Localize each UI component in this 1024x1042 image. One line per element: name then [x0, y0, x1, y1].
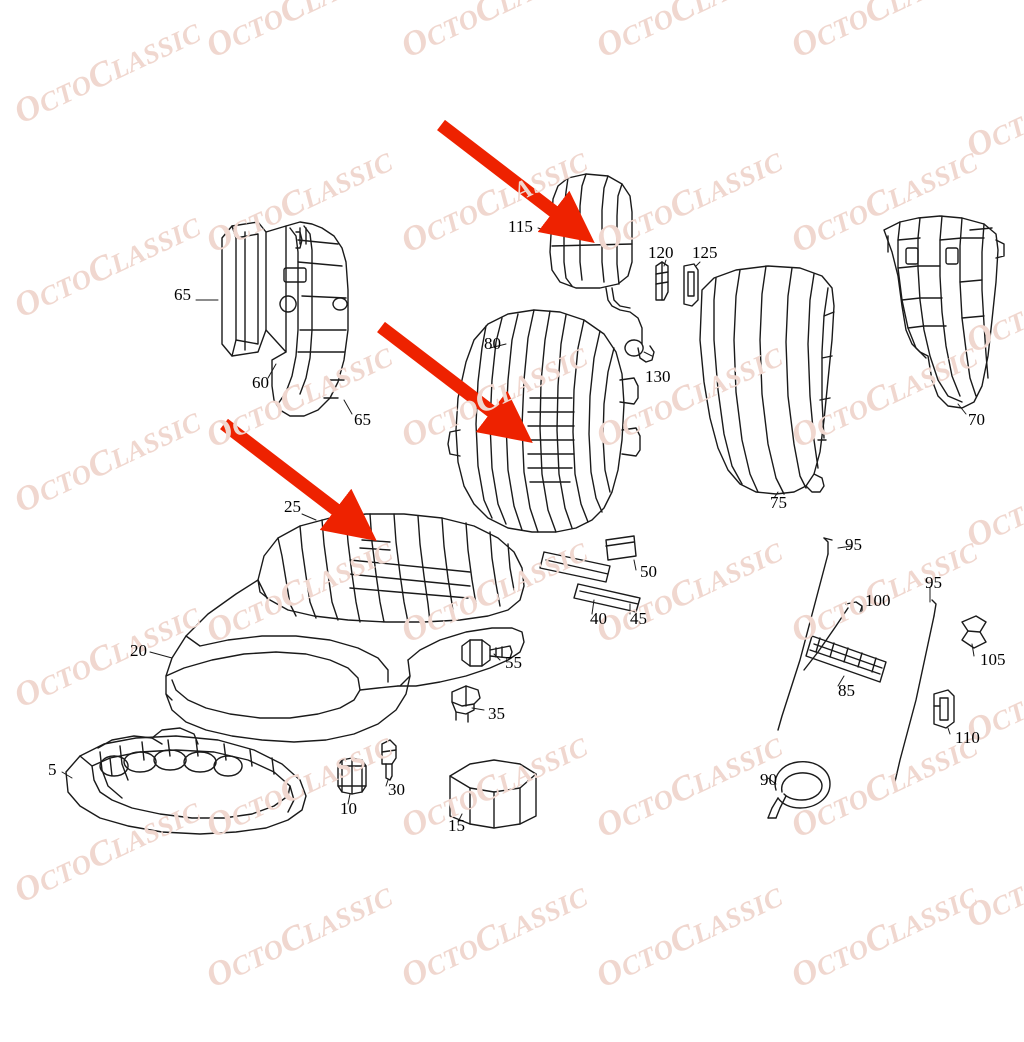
part-clip-30 — [381, 739, 397, 781]
callout-label: 110 — [955, 728, 980, 747]
callout-label: 25 — [284, 497, 301, 516]
part-rod-100 — [803, 601, 863, 671]
callout-label: 45 — [630, 609, 647, 628]
callout-label: 5 — [48, 760, 57, 779]
part-seat-cushion-25 — [165, 513, 525, 743]
arrow-to-seat-cushion — [220, 418, 377, 541]
callout-label: 60 — [252, 373, 269, 392]
arrow-to-backrest-cushion — [377, 321, 533, 443]
part-clip-120 — [655, 261, 669, 301]
callout-label: 95 — [845, 535, 862, 554]
part-seat-pan-5 — [65, 727, 307, 835]
part-rod-95-right — [893, 599, 937, 787]
callout-label: 130 — [645, 367, 671, 386]
callout-label: 80 — [484, 334, 501, 353]
part-cover-15 — [449, 759, 537, 829]
part-bar-85 — [805, 635, 887, 683]
part-bolt-55 — [461, 639, 513, 667]
callout-label: 115 — [508, 217, 533, 236]
callout-label: 100 — [865, 591, 891, 610]
part-clip-105 — [961, 615, 987, 649]
callout-label: 15 — [448, 816, 465, 835]
callout-label: 30 — [388, 780, 405, 799]
part-back-panel-75 — [699, 265, 835, 495]
callout-label: 90 — [760, 770, 777, 789]
callout-label: 120 — [648, 243, 674, 262]
callout-label: 70 — [968, 410, 985, 429]
callout-label: 75 — [770, 493, 787, 512]
part-backrest-cushion-80 — [447, 309, 641, 533]
part-clip-125 — [683, 263, 699, 307]
part-rod-95-left — [777, 537, 833, 731]
callout-label: 55 — [505, 653, 522, 672]
callout-label: 95 — [925, 573, 942, 592]
callout-label: 35 — [488, 704, 505, 723]
part-bracket-35 — [451, 685, 481, 723]
part-strip-40 — [539, 551, 611, 583]
part-backrest-panel-60 — [221, 221, 349, 417]
callout-label: 10 — [340, 799, 357, 818]
part-seat-frame-70 — [883, 215, 1005, 409]
callout-label: 65 — [354, 410, 371, 429]
part-pad-50 — [605, 535, 637, 561]
callout-label: 40 — [590, 609, 607, 628]
part-strip-45 — [573, 583, 641, 613]
annotation-arrows — [220, 119, 595, 541]
arrow-to-headrest — [437, 119, 595, 243]
callout-label: 85 — [838, 681, 855, 700]
part-strap-90 — [767, 761, 831, 819]
part-grommet-10 — [337, 757, 367, 795]
callout-label: 20 — [130, 641, 147, 660]
callout-label: 125 — [692, 243, 718, 262]
callout-label: 65 — [174, 285, 191, 304]
callout-label: 50 — [640, 562, 657, 581]
callout-label: 105 — [980, 650, 1006, 669]
part-clip-110 — [933, 689, 955, 729]
